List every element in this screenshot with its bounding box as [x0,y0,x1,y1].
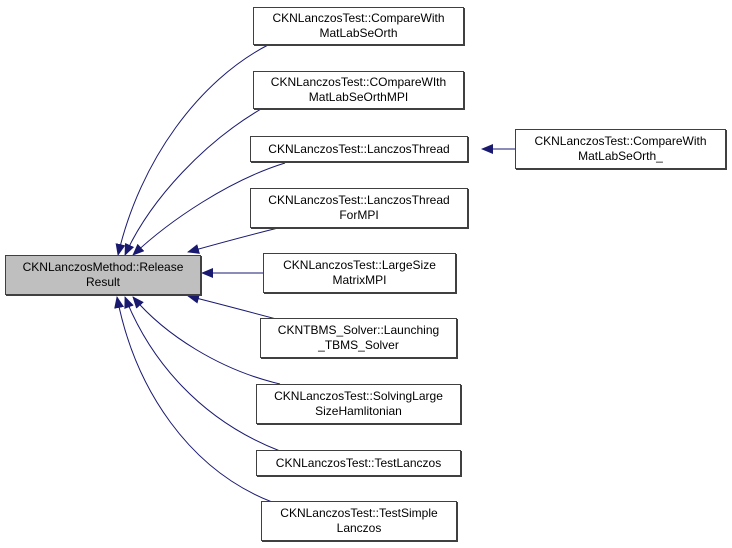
node-solving-large-size-hamiltonian[interactable]: CKNLanczosTest::SolvingLarge SizeHamlito… [256,384,461,424]
node-line: MatLabSeOrth [319,26,398,40]
edge-n6-root [187,293,281,321]
node-line: MatrixMPI [332,273,387,287]
node-compare-with-matlab-se-orth-mpi[interactable]: CKNLanczosTest::COmpareWIth MatLabSeOrth… [253,71,464,109]
node-root-line-1: CKNLanczosMethod::Release [22,260,184,274]
node-test-simple-lanczos[interactable]: CKNLanczosTest::TestSimple Lanczos [261,501,457,541]
node-line: CKNLanczosTest::CompareWith [272,11,445,25]
node-line: ForMPI [339,208,379,222]
edge-n8-root [124,296,281,452]
node-line: SizeHamlitonian [315,404,402,418]
edge-n2-root [124,104,269,256]
node-compare-with-matlab-se-orth-underscore[interactable]: CKNLanczosTest::CompareWith MatLabSeOrth… [515,129,726,169]
node-root[interactable]: CKNLanczosMethod::Release Result [5,255,201,295]
edge-n1-root [115,44,269,256]
node-root-line-2: Result [85,275,120,289]
node-line: CKNLanczosTest::CompareWith [534,134,707,148]
node-compare-with-matlab-se-orth[interactable]: CKNLanczosTest::CompareWith MatLabSeOrth [253,7,464,45]
edge-n7-root [132,296,281,385]
edge-n4-root [187,227,279,254]
node-lanczos-thread-for-mpi[interactable]: CKNLanczosTest::LanczosThread ForMPI [250,188,468,228]
node-line: MatLabSeOrthMPI [308,90,409,104]
node-line: _TBMS_Solver [318,338,399,352]
node-launching-tbms-solver[interactable]: CKNTBMS_Solver::Launching _TBMS_Solver [260,318,457,358]
edge-n9-root [114,296,273,503]
node-line: CKNLanczosTest::LargeSize [283,258,436,272]
node-line: CKNLanczosTest::TestLanczos [275,455,442,470]
node-line: CKNLanczosTest::LanczosThread [268,193,450,207]
node-line: MatLabSeOrth_ [578,149,663,163]
node-line: CKNLanczosTest::TestSimple [280,506,438,520]
node-test-lanczos[interactable]: CKNLanczosTest::TestLanczos [256,450,461,476]
node-line: CKNLanczosTest::SolvingLarge [274,389,443,403]
node-lanczos-thread[interactable]: CKNLanczosTest::LanczosThread [250,136,468,162]
node-line: CKNLanczosTest::COmpareWIth [270,75,447,89]
node-line: CKNTBMS_Solver::Launching [277,323,440,337]
node-line: Lanczos [336,521,382,535]
node-line: CKNLanczosTest::LanczosThread [268,141,450,156]
node-large-size-matrix-mpi[interactable]: CKNLanczosTest::LargeSize MatrixMPI [263,253,456,293]
edge-n3-root [132,162,286,256]
